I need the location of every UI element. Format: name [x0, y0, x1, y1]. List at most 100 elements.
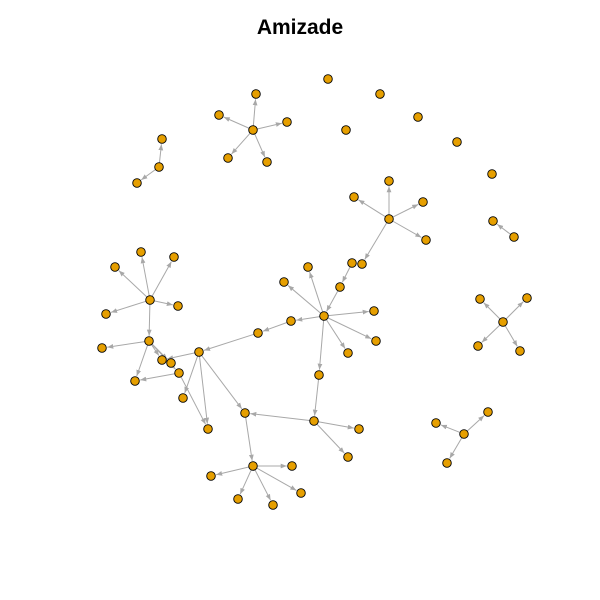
graph-node: [262, 157, 272, 167]
graph-node: [483, 407, 493, 417]
graph-node: [268, 500, 278, 510]
graph-node: [413, 112, 423, 122]
graph-edge: [231, 132, 251, 155]
graph-edge: [151, 261, 172, 297]
graph-edge: [136, 344, 149, 377]
graph-node: [110, 262, 120, 272]
graph-node: [178, 393, 188, 403]
edges-layer: [107, 99, 524, 501]
graph-edge: [118, 270, 148, 298]
graph-node: [343, 452, 353, 462]
graph-edge: [239, 469, 252, 495]
graph-edge: [341, 266, 351, 283]
graph-edge: [254, 469, 272, 501]
graph-node: [418, 197, 428, 207]
graph-edge: [257, 122, 282, 130]
graph-node: [319, 311, 329, 321]
graph-node: [132, 178, 142, 188]
graph-edge: [256, 467, 297, 491]
graph-edge: [316, 423, 345, 454]
graph-edge: [184, 355, 199, 394]
graph-node: [314, 370, 324, 380]
graph-node: [369, 306, 379, 316]
graph-edge: [317, 320, 325, 370]
graph-node: [459, 429, 469, 439]
graph-node: [194, 347, 204, 357]
graph-node: [488, 216, 498, 226]
graph-edge: [146, 304, 152, 336]
graph-edge: [466, 415, 485, 432]
graph-edge: [312, 379, 320, 416]
graph-edge: [158, 144, 164, 163]
graph-edge: [318, 421, 354, 430]
graph-edge: [250, 411, 310, 422]
graph-edge: [110, 300, 147, 313]
graph-edge: [309, 271, 324, 313]
graph-edge: [151, 344, 160, 356]
graph-edge: [287, 285, 322, 314]
graph-edge: [254, 133, 266, 158]
graph-edge: [140, 169, 156, 181]
page-title: Amizade: [256, 16, 344, 39]
graph-node: [431, 418, 441, 428]
graph-node: [375, 89, 385, 99]
graph-node: [296, 488, 306, 498]
graph-node: [323, 74, 333, 84]
graph-node: [223, 153, 233, 163]
graph-edge: [154, 300, 173, 306]
graph-node: [145, 295, 155, 305]
graph-node: [309, 416, 319, 426]
graph-node: [357, 259, 367, 269]
graph-node: [282, 117, 292, 127]
graph-edge: [392, 220, 422, 238]
graph-node: [473, 341, 483, 351]
graph-node: [203, 424, 213, 434]
graph-node: [335, 282, 345, 292]
graph-edge: [262, 321, 288, 332]
graph-node: [522, 293, 532, 303]
graph-node: [343, 348, 353, 358]
graph-edge: [449, 437, 463, 459]
graph-edge: [504, 325, 518, 347]
graph-node: [509, 232, 519, 242]
graph-edge: [326, 290, 339, 312]
graph-node: [421, 235, 431, 245]
graph-edge: [481, 324, 501, 343]
graph-node: [130, 376, 140, 386]
graph-node: [279, 277, 289, 287]
graph-node: [384, 214, 394, 224]
graph-edge: [505, 301, 524, 320]
graph-node: [144, 336, 154, 346]
graph-node: [442, 458, 452, 468]
graph-node: [173, 301, 183, 311]
graph-edge: [364, 222, 388, 260]
graph-node: [240, 408, 250, 418]
graph-node: [287, 461, 297, 471]
nodes-layer: [97, 74, 532, 510]
graph-node: [136, 247, 146, 257]
graph-node: [214, 110, 224, 120]
graph-edge: [328, 309, 369, 317]
graph-edge: [358, 199, 386, 218]
graph-edge: [392, 203, 419, 218]
graph-edge: [327, 317, 372, 340]
graph-edge: [496, 223, 511, 235]
graph-node: [498, 317, 508, 327]
graph-node: [515, 346, 525, 356]
graph-edge: [140, 257, 150, 296]
graph-node: [354, 424, 364, 434]
graph-edge: [140, 373, 175, 382]
graph-node: [487, 169, 497, 179]
graph-edge: [216, 466, 249, 476]
graph-edge: [180, 376, 207, 425]
graph-node: [475, 294, 485, 304]
graph-edge: [223, 116, 250, 129]
graph-node: [233, 494, 243, 504]
graph-node: [371, 336, 381, 346]
graph-edge: [245, 417, 254, 461]
graph-node: [347, 258, 357, 268]
graph-node: [101, 309, 111, 319]
graph-node: [341, 125, 351, 135]
graph-node: [253, 328, 263, 338]
